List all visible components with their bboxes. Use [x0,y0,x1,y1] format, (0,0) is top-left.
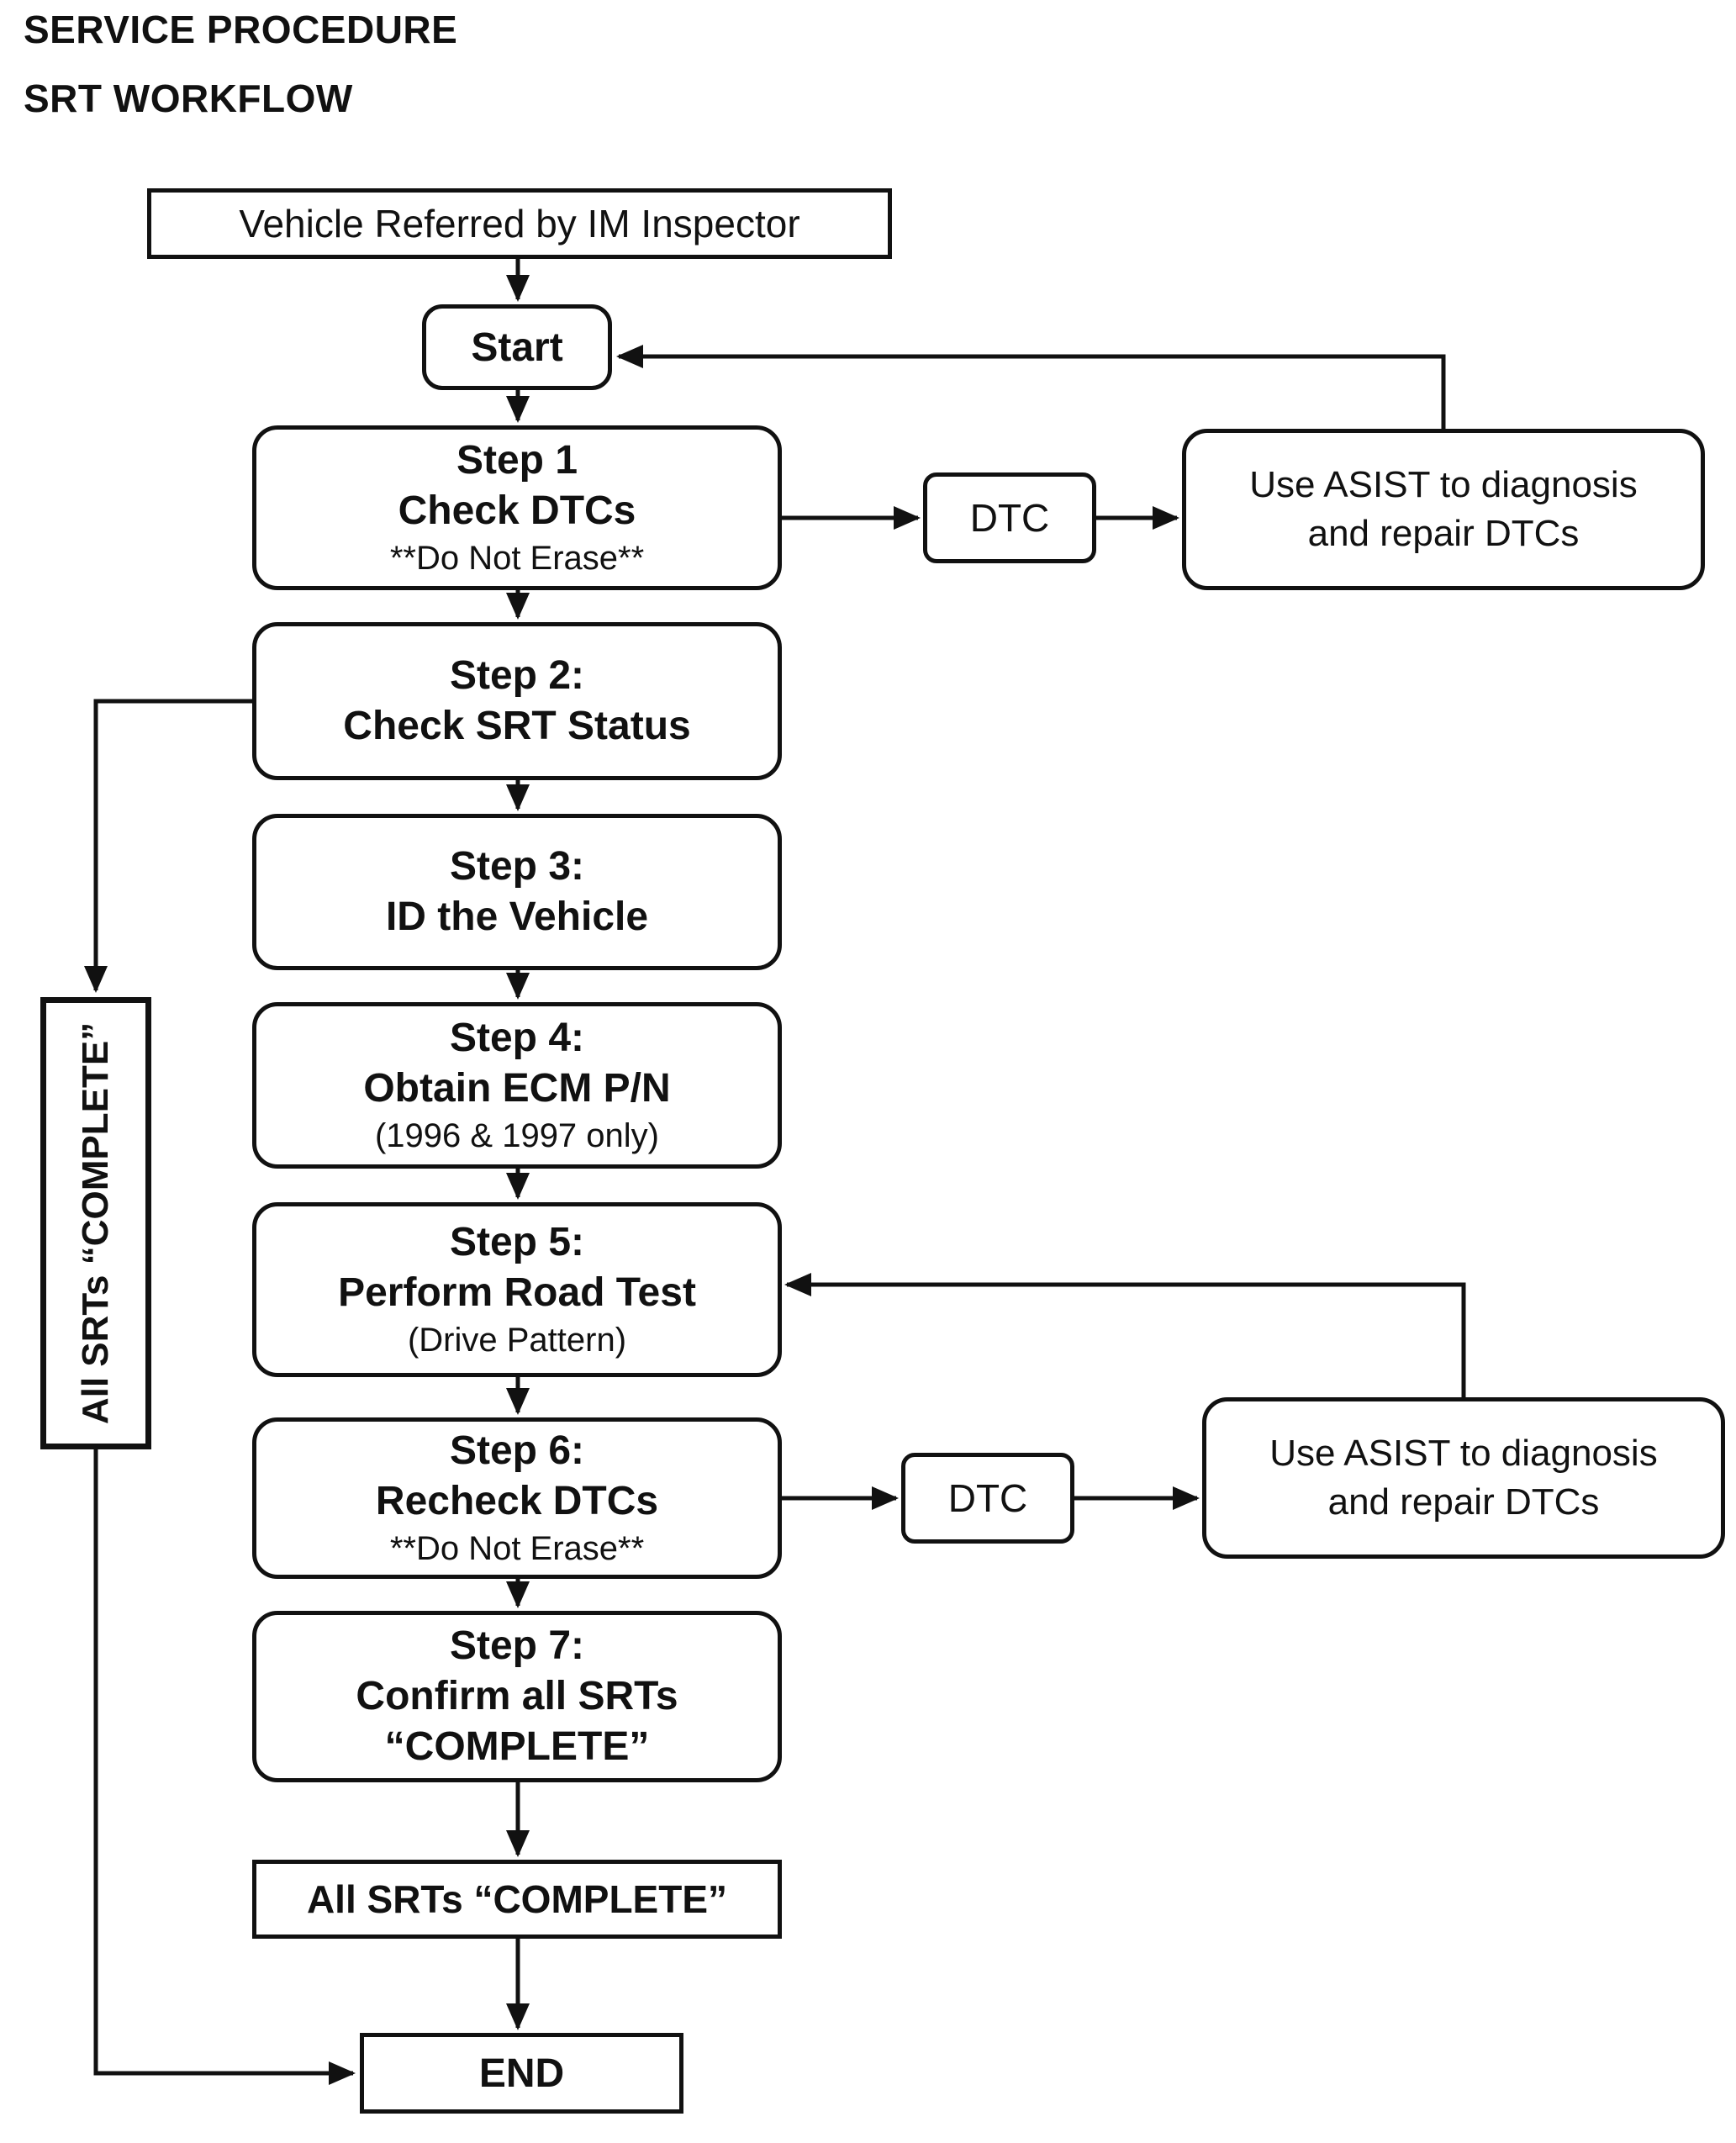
step5-note: (Drive Pattern) [407,1322,627,1359]
step6-note: **Do Not Erase** [389,1530,645,1567]
node-dtc-2: DTC [901,1453,1074,1544]
step5-subtitle: Perform Road Test [338,1270,696,1315]
dtc1-label: DTC [969,496,1050,540]
node-step1-check-dtcs: Step 1 Check DTCs **Do Not Erase** [252,425,782,590]
step3-subtitle: ID the Vehicle [385,895,649,939]
step7-note: “COMPLETE” [384,1724,650,1769]
all-srts-complete-side-label: All SRTs “COMPLETE” [75,1021,117,1425]
node-step7-confirm-srts: Step 7: Confirm all SRTs “COMPLETE” [252,1611,782,1782]
step1-subtitle: Check DTCs [398,488,636,533]
node-dtc-1: DTC [923,472,1096,563]
node-step5-road-test: Step 5: Perform Road Test (Drive Pattern… [252,1202,782,1377]
node-all-srts-complete: All SRTs “COMPLETE” [252,1860,782,1939]
connector-asist1-to-start [616,345,1446,429]
asist2-line1: Use ASIST to diagnosis [1269,1433,1658,1474]
all-srts-complete-label: All SRTs “COMPLETE” [306,1877,728,1921]
node-vehicle-referred: Vehicle Referred by IM Inspector [147,188,892,259]
step4-subtitle: Obtain ECM P/N [363,1066,671,1111]
node-step4-obtain-ecm-pn: Step 4: Obtain ECM P/N (1996 & 1997 only… [252,1002,782,1169]
node-step2-check-srt-status: Step 2: Check SRT Status [252,622,782,780]
step4-note: (1996 & 1997 only) [374,1117,659,1154]
step1-note: **Do Not Erase** [389,540,645,577]
step7-subtitle: Confirm all SRTs [356,1674,678,1718]
node-step6-recheck-dtcs: Step 6: Recheck DTCs **Do Not Erase** [252,1417,782,1579]
step1-title: Step 1 [456,438,578,483]
step5-title: Step 5: [449,1220,585,1264]
node-step3-id-vehicle: Step 3: ID the Vehicle [252,814,782,970]
connector-asist2-to-step5 [784,1273,1466,1397]
node-end: END [360,2033,683,2114]
node-start-label: Start [471,325,563,370]
page-title: SERVICE PROCEDURE [24,8,458,51]
node-start: Start [422,304,612,390]
node-asist-2: Use ASIST to diagnosis and repair DTCs [1202,1397,1725,1559]
end-label: END [478,2051,565,2096]
page-subtitle: SRT WORKFLOW [24,77,353,120]
step4-title: Step 4: [449,1016,585,1060]
connector-step2-to-side-box [84,699,252,993]
node-all-srts-complete-side: All SRTs “COMPLETE” [40,997,151,1449]
node-vehicle-referred-label: Vehicle Referred by IM Inspector [239,202,800,245]
step2-title: Step 2: [449,653,585,698]
step2-subtitle: Check SRT Status [343,704,691,748]
asist1-line1: Use ASIST to diagnosis [1249,464,1638,505]
step7-title: Step 7: [449,1623,585,1668]
node-asist-1: Use ASIST to diagnosis and repair DTCs [1182,429,1705,590]
step3-title: Step 3: [449,844,585,889]
asist1-line2: and repair DTCs [1307,513,1580,554]
step6-subtitle: Recheck DTCs [375,1479,659,1523]
dtc2-label: DTC [947,1476,1028,1520]
asist2-line2: and repair DTCs [1327,1481,1600,1523]
step6-title: Step 6: [449,1428,585,1473]
